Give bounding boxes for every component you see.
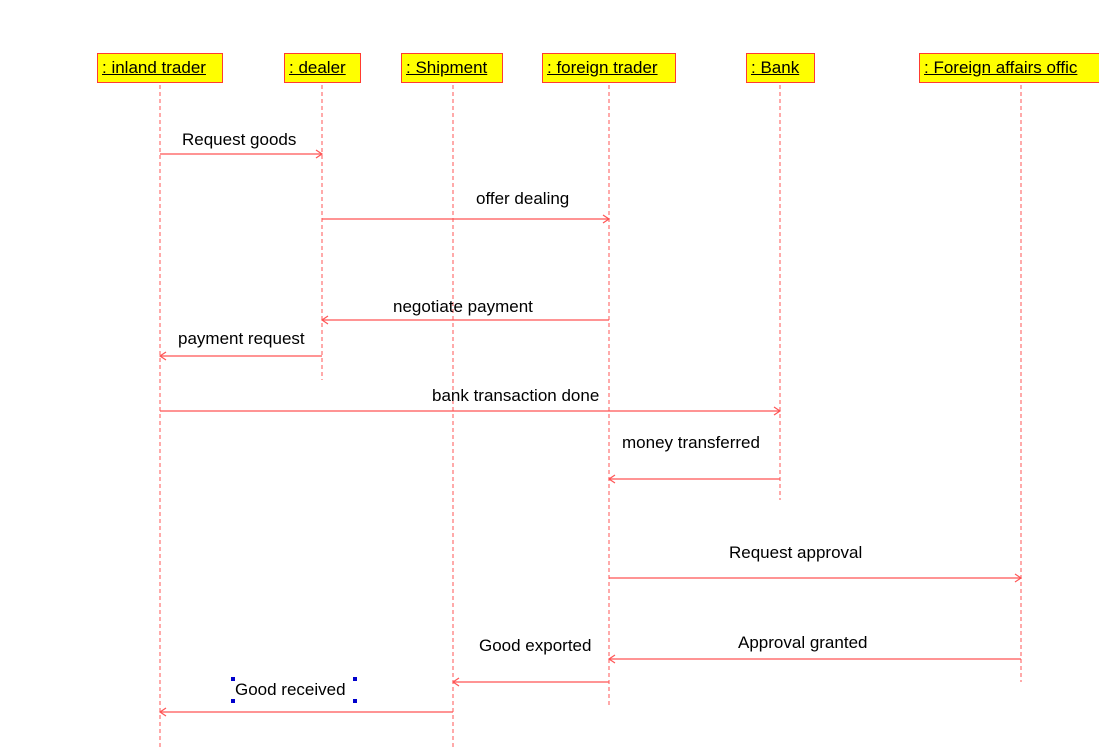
message-arrow-3[interactable] xyxy=(158,351,322,361)
message-label-good-exported[interactable]: Good exported xyxy=(479,636,592,655)
lifeline-foreign-affairs-office[interactable]: : Foreign affairs offic xyxy=(919,53,1099,83)
message-arrow-1[interactable] xyxy=(322,214,611,224)
message-label-negotiate-payment[interactable]: negotiate payment xyxy=(393,297,533,316)
message-label-offer-dealing[interactable]: offer dealing xyxy=(476,189,570,208)
message-arrow-2[interactable] xyxy=(320,315,609,325)
selection-handle-bottom-right[interactable] xyxy=(353,699,357,703)
message-arrow-8[interactable] xyxy=(451,677,609,687)
lifeline-inland-trader[interactable]: : inland trader xyxy=(97,53,223,83)
message-arrow-4[interactable] xyxy=(160,406,782,416)
selection-handle-top-right[interactable] xyxy=(353,677,357,681)
lifeline-bank[interactable]: : Bank xyxy=(746,53,815,83)
message-label-request-approval[interactable]: Request approval xyxy=(729,543,863,562)
selection-handle-bottom-left[interactable] xyxy=(231,699,235,703)
message-arrow-7[interactable] xyxy=(607,654,1021,664)
message-label-payment-request[interactable]: payment request xyxy=(178,329,305,348)
message-arrow-9[interactable] xyxy=(158,707,453,717)
message-label-request-goods[interactable]: Request goods xyxy=(182,130,297,149)
message-arrow-6[interactable] xyxy=(609,573,1023,583)
selection-handle-top-left[interactable] xyxy=(231,677,235,681)
message-label-bank-transaction-done[interactable]: bank transaction done xyxy=(432,386,600,405)
message-arrow-0[interactable] xyxy=(160,149,324,159)
message-label-money-transferred[interactable]: money transferred xyxy=(622,433,760,452)
message-arrow-5[interactable] xyxy=(607,474,780,484)
message-label-good-received[interactable]: Good received xyxy=(235,680,346,699)
lifeline-shipment[interactable]: : Shipment xyxy=(401,53,503,83)
lifeline-dealer[interactable]: : dealer xyxy=(284,53,361,83)
lifeline-foreign-trader[interactable]: : foreign trader xyxy=(542,53,676,83)
message-label-approval-granted[interactable]: Approval granted xyxy=(738,633,868,652)
